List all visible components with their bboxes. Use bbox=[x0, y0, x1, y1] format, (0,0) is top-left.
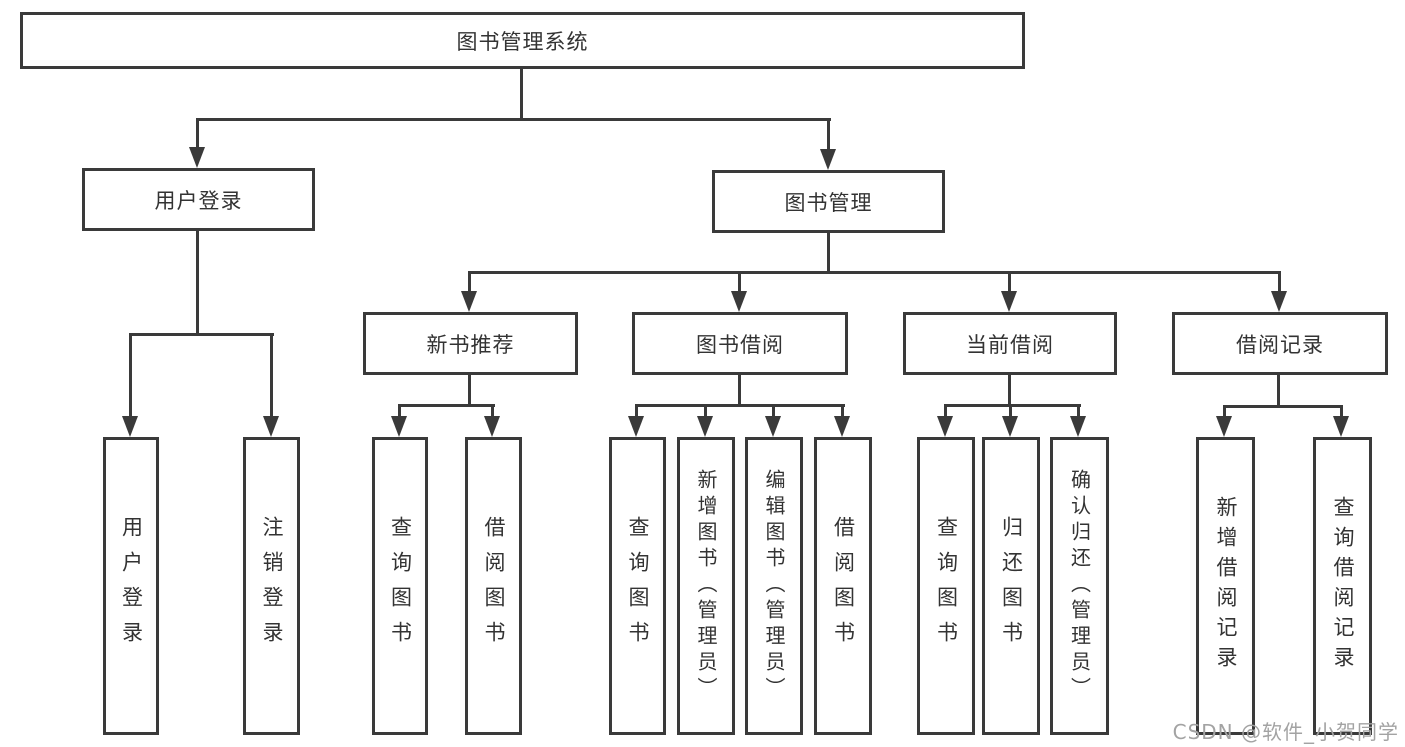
node-user-login: 用户登录 bbox=[82, 168, 315, 231]
connector-line bbox=[944, 404, 1081, 407]
arrow-down-icon bbox=[628, 416, 644, 437]
node-current-borrow: 当前借阅 bbox=[903, 312, 1117, 375]
arrow-down-icon bbox=[1001, 291, 1017, 312]
connector-line bbox=[398, 404, 401, 418]
connector-line bbox=[468, 271, 471, 293]
connector-line bbox=[196, 118, 831, 121]
connector-line bbox=[1340, 405, 1343, 418]
connector-line bbox=[704, 404, 707, 418]
arrow-down-icon bbox=[189, 147, 205, 168]
connector-line bbox=[1008, 271, 1011, 293]
arrow-down-icon bbox=[1070, 416, 1086, 437]
connector-line bbox=[1077, 404, 1080, 418]
connector-line bbox=[468, 271, 1281, 274]
arrow-down-icon bbox=[122, 416, 138, 437]
connector-line bbox=[772, 404, 775, 418]
connector-line bbox=[1278, 271, 1281, 293]
connector-line bbox=[841, 404, 844, 418]
leaf-query-borrow-record: 查询借阅记录 bbox=[1313, 437, 1372, 735]
leaf-add-books-admin: 新增图书（管理员） bbox=[677, 437, 735, 735]
arrow-down-icon bbox=[937, 416, 953, 437]
connector-line bbox=[491, 404, 494, 418]
connector-line bbox=[1009, 404, 1012, 418]
connector-line bbox=[398, 404, 495, 407]
leaf-borrow-books-recommend: 借阅图书 bbox=[465, 437, 522, 735]
leaf-return-books: 归还图书 bbox=[982, 437, 1040, 735]
arrow-down-icon bbox=[1216, 416, 1232, 437]
leaf-user-login: 用户登录 bbox=[103, 437, 159, 735]
connector-line bbox=[270, 333, 273, 418]
leaf-borrow-books-borrow: 借阅图书 bbox=[814, 437, 872, 735]
connector-line bbox=[1223, 405, 1226, 418]
connector-line bbox=[1223, 405, 1343, 408]
connector-line bbox=[1277, 375, 1280, 408]
leaf-query-books-current: 查询图书 bbox=[917, 437, 975, 735]
arrow-down-icon bbox=[820, 149, 836, 170]
connector-line bbox=[827, 233, 830, 274]
connector-line bbox=[635, 404, 845, 407]
node-borrow-records: 借阅记录 bbox=[1172, 312, 1388, 375]
arrow-down-icon bbox=[697, 416, 713, 437]
node-book-borrow: 图书借阅 bbox=[632, 312, 848, 375]
arrow-down-icon bbox=[1271, 291, 1287, 312]
node-new-book-recommend: 新书推荐 bbox=[363, 312, 578, 375]
arrow-down-icon bbox=[1002, 416, 1018, 437]
arrow-down-icon bbox=[391, 416, 407, 437]
connector-line bbox=[468, 375, 471, 407]
connector-line bbox=[635, 404, 638, 418]
arrow-down-icon bbox=[1333, 416, 1349, 437]
leaf-logout: 注销登录 bbox=[243, 437, 300, 735]
arrow-down-icon bbox=[834, 416, 850, 437]
connector-line bbox=[827, 118, 830, 151]
connector-line bbox=[129, 333, 132, 418]
connector-line bbox=[196, 231, 199, 335]
connector-line bbox=[944, 404, 947, 418]
connector-line bbox=[738, 375, 741, 407]
leaf-add-borrow-record: 新增借阅记录 bbox=[1196, 437, 1255, 735]
leaf-query-books-borrow: 查询图书 bbox=[609, 437, 666, 735]
leaf-query-books-recommend: 查询图书 bbox=[372, 437, 428, 735]
arrow-down-icon bbox=[484, 416, 500, 437]
arrow-down-icon bbox=[263, 416, 279, 437]
connector-line bbox=[1008, 375, 1011, 407]
leaf-edit-books-admin: 编辑图书（管理员） bbox=[745, 437, 803, 735]
arrow-down-icon bbox=[765, 416, 781, 437]
arrow-down-icon bbox=[461, 291, 477, 312]
connector-line bbox=[196, 118, 199, 149]
connector-line bbox=[129, 333, 274, 336]
node-book-management: 图书管理 bbox=[712, 170, 945, 233]
connector-line bbox=[520, 69, 523, 121]
arrow-down-icon bbox=[731, 291, 747, 312]
connector-line bbox=[738, 271, 741, 293]
node-root: 图书管理系统 bbox=[20, 12, 1025, 69]
leaf-confirm-return-admin: 确认归还（管理员） bbox=[1050, 437, 1109, 735]
csdn-watermark: CSDN @软件_小贺同学 bbox=[1172, 720, 1399, 744]
